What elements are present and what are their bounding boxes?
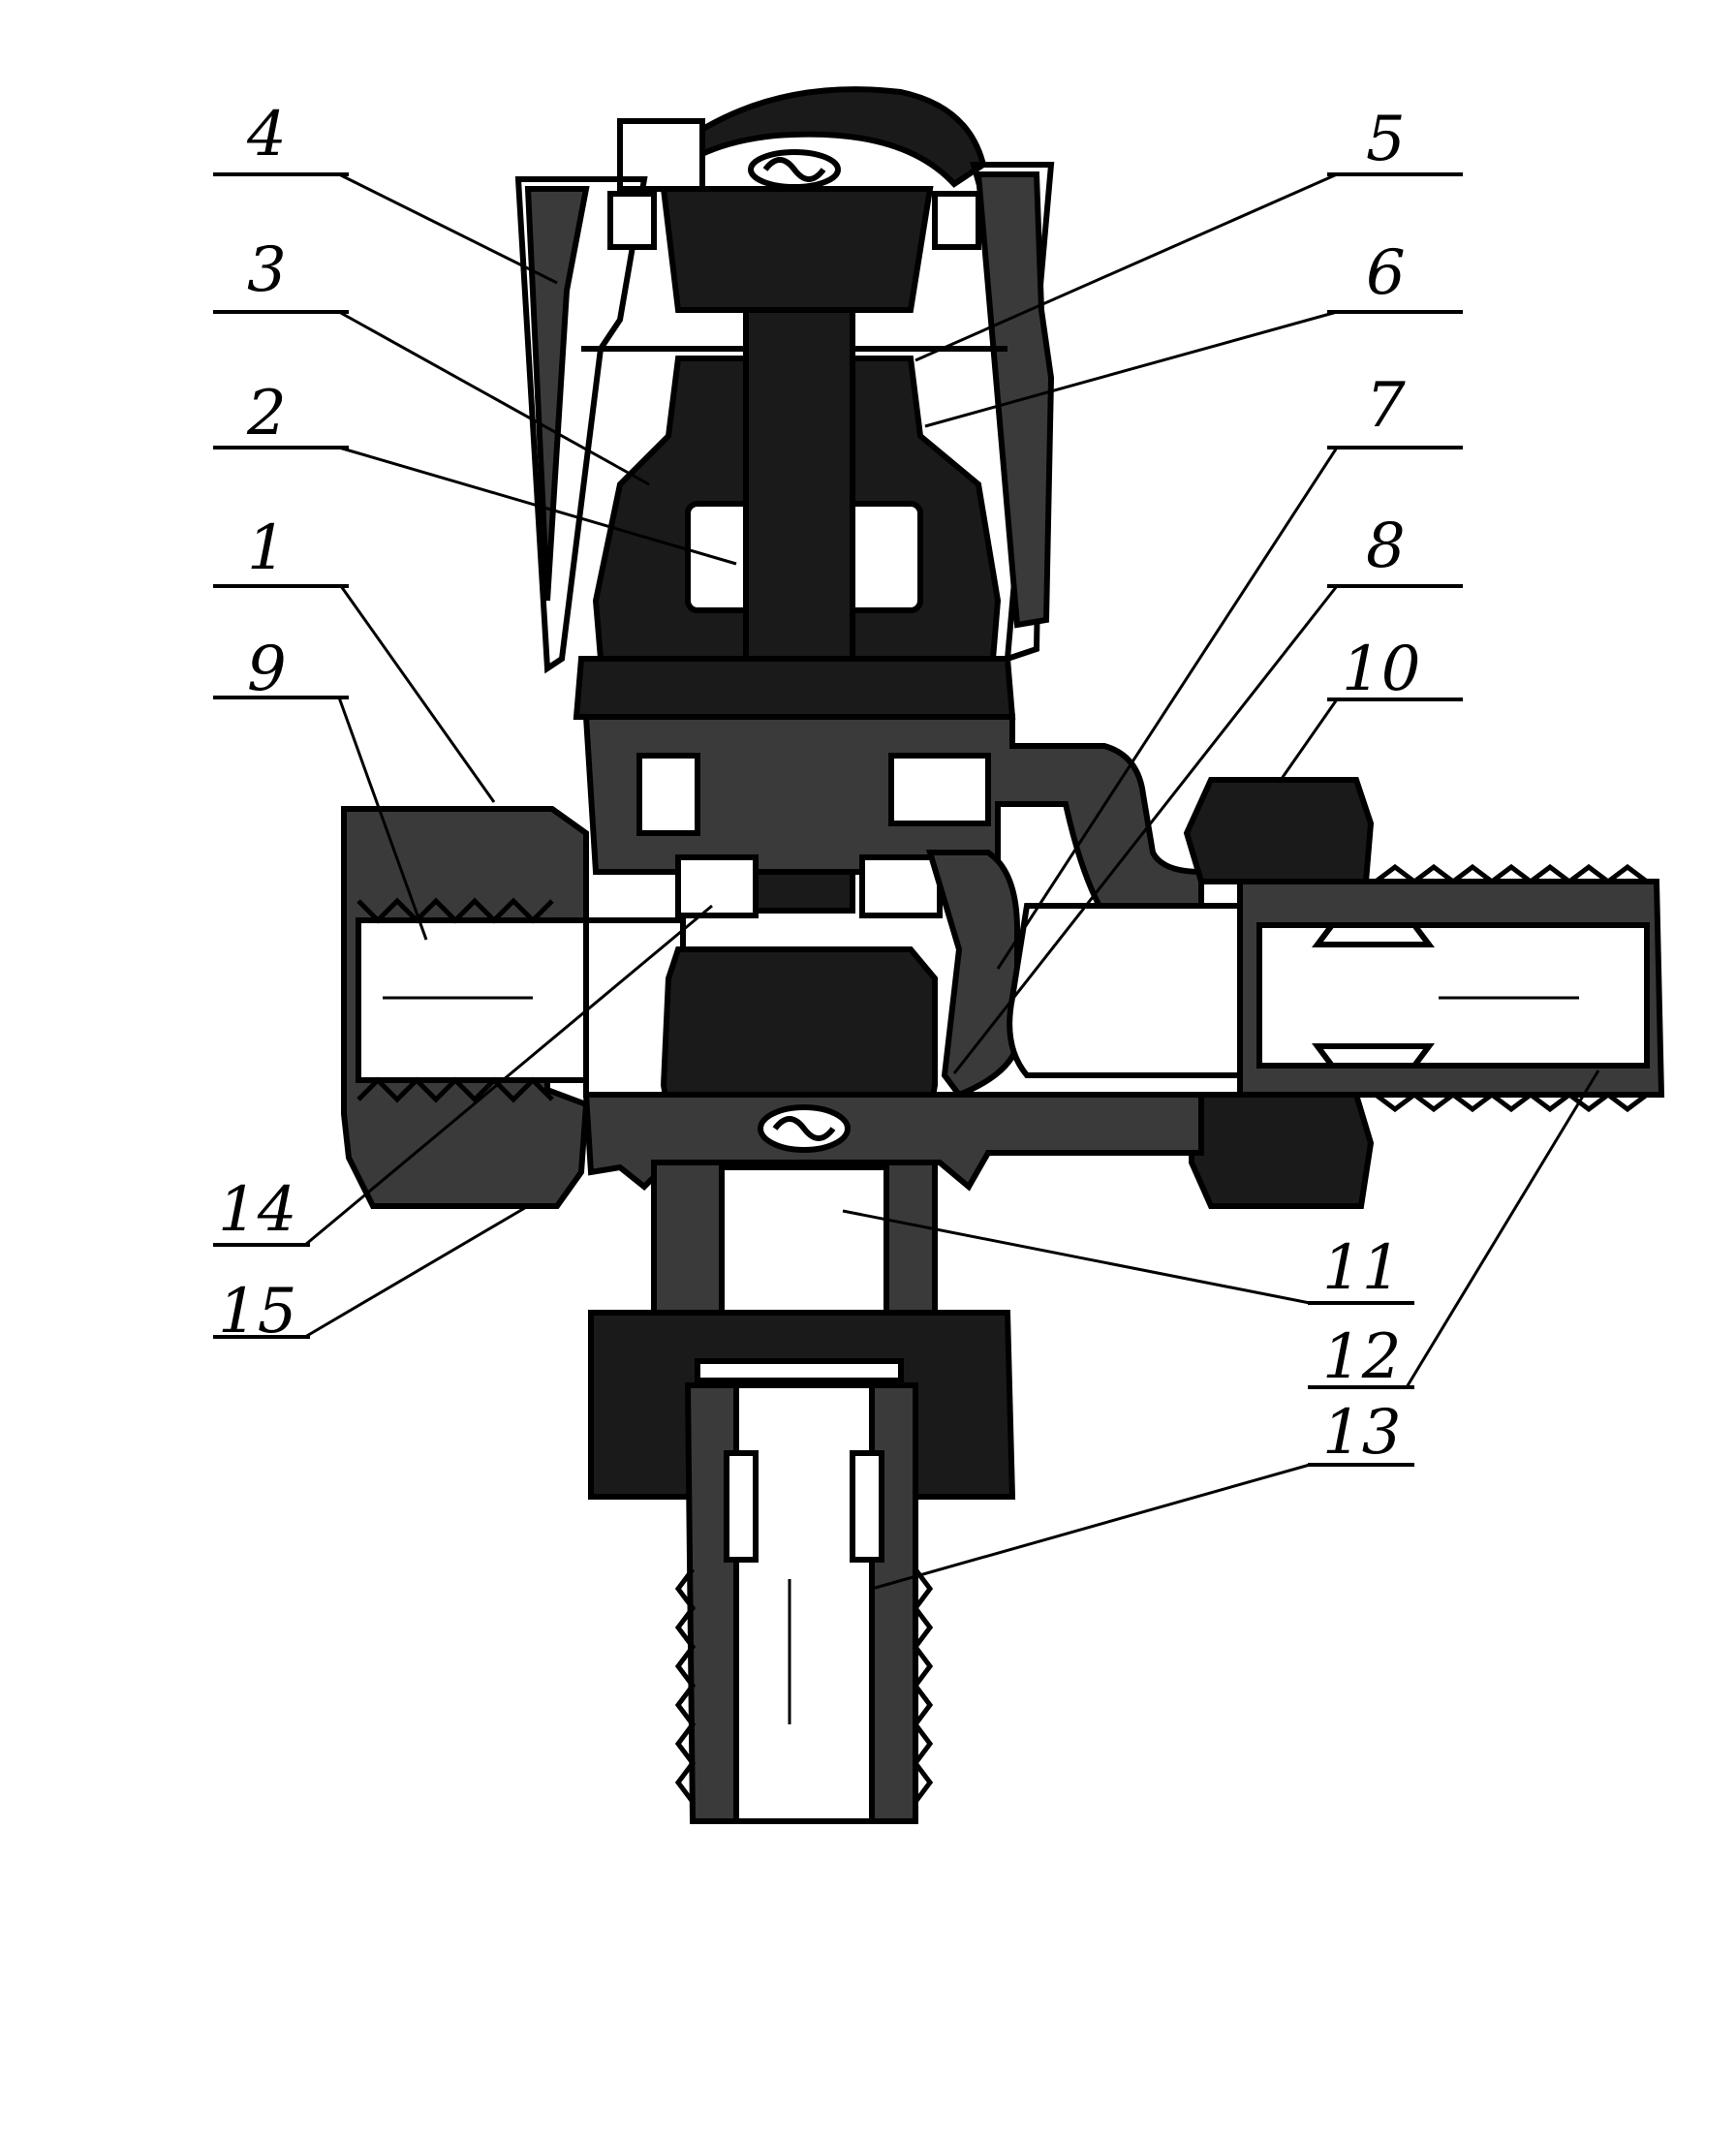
callout-5: 5 [914,104,1463,362]
callout-label-12: 12 [1322,1321,1401,1393]
valve-body-upper [582,714,1204,933]
callout-4: 4 [213,99,558,285]
knob-block [607,186,981,313]
callout-label-11: 11 [1322,1232,1401,1304]
callout-14: 14 [213,904,713,1247]
callout-12: 12 [1308,1070,1600,1393]
callouts: 4 3 2 1 9 14 [213,99,1600,1591]
callout-3: 3 [213,234,650,486]
callout-15: 15 [213,1204,529,1348]
callout-label-2: 2 [246,378,287,450]
callout-7: 7 [996,370,1463,970]
callout-9: 9 [213,634,428,941]
callout-label-4: 4 [246,99,287,170]
callout-label-13: 13 [1322,1397,1401,1469]
callout-label-8: 8 [1366,511,1406,582]
valve-drawing [341,86,1665,1824]
callout-2: 2 [213,378,737,566]
bottom-outlet [588,1104,1016,1824]
left-inlet-body [341,806,594,1209]
callout-11: 11 [842,1209,1414,1305]
callout-label-5: 5 [1366,104,1406,175]
callout-label-9: 9 [247,634,287,705]
right-outlet-body [582,777,1665,1209]
callout-10: 10 [1277,634,1463,784]
callout-6: 6 [924,237,1463,428]
callout-label-6: 6 [1366,237,1406,309]
callout-label-14: 14 [218,1174,296,1246]
callout-1: 1 [213,512,496,803]
callout-label-10: 10 [1342,634,1420,705]
callout-label-1: 1 [247,512,287,584]
callout-label-3: 3 [247,234,287,306]
callout-8: 8 [952,511,1463,1074]
callout-13: 13 [871,1397,1414,1591]
callout-label-7: 7 [1366,370,1406,442]
center-passage [583,850,1020,1117]
